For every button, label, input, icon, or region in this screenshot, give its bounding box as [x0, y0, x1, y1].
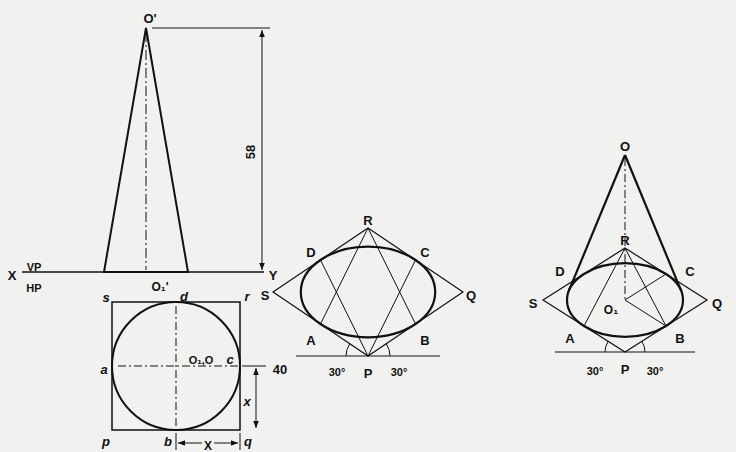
construction-line	[368, 228, 416, 324]
point-label: P	[364, 367, 373, 380]
point-label: p	[102, 435, 110, 448]
extension-line	[152, 28, 270, 29]
isometric-square	[273, 228, 463, 356]
base-line	[296, 355, 440, 356]
centre-line	[118, 366, 240, 367]
construction-line	[584, 248, 625, 326]
point-label: q	[244, 435, 252, 448]
isometric-circle	[273, 228, 463, 356]
point-label: B	[420, 334, 429, 347]
dimension-line	[256, 368, 257, 428]
point-label: b	[164, 435, 172, 448]
point-label: O₁'	[151, 281, 168, 293]
point-label: P	[621, 363, 630, 376]
extension-line	[176, 433, 177, 450]
isometric-square	[543, 248, 707, 352]
leader-line	[242, 366, 266, 367]
point-label: C	[420, 246, 429, 259]
point-label: x	[243, 395, 250, 408]
point-label: 30°	[587, 366, 604, 377]
point-label: Y	[269, 269, 278, 282]
construction-line	[321, 228, 369, 324]
construction-line	[321, 260, 369, 356]
cone-generator	[569, 155, 625, 291]
top-view	[112, 302, 266, 450]
point-label: S	[529, 297, 538, 310]
angle-arc	[386, 344, 390, 356]
cone-generator	[625, 155, 681, 291]
point-label: O₁	[604, 304, 618, 316]
enclosing-square	[112, 302, 240, 430]
point-label: O'	[143, 12, 156, 25]
angle-arc	[605, 341, 608, 352]
point-label: 30°	[647, 366, 664, 377]
point-label: 40	[273, 363, 287, 376]
centre-line	[176, 306, 177, 430]
extension-line	[240, 433, 241, 450]
angle-arc	[642, 341, 645, 352]
dimension-line	[262, 30, 263, 270]
cone-axis	[146, 32, 147, 270]
point-label: 30°	[329, 367, 346, 378]
base-line	[555, 351, 695, 352]
point-label: O₁,O	[189, 355, 214, 366]
point-label: HP	[26, 283, 41, 294]
point-label: Q	[466, 289, 476, 302]
point-label: D	[555, 265, 564, 278]
dimension-value: X	[202, 439, 214, 452]
point-label: 30°	[391, 367, 408, 378]
point-label: A	[306, 334, 315, 347]
point-label: O	[620, 140, 630, 153]
point-label: c	[226, 353, 233, 366]
point-label: s	[102, 291, 109, 304]
construction-line	[625, 300, 666, 326]
isometric-cone	[543, 155, 707, 352]
point-label: C	[685, 265, 694, 278]
construction-line	[368, 260, 416, 356]
cone-outline	[104, 28, 188, 272]
point-label: X	[8, 269, 17, 282]
base-circle	[112, 302, 240, 430]
point-label: r	[244, 290, 249, 303]
point-label: B	[675, 332, 684, 345]
angle-arc	[346, 344, 350, 356]
cone-axis	[625, 158, 626, 300]
point-label: S	[261, 289, 270, 302]
front-view	[22, 28, 270, 272]
point-label: a	[100, 363, 107, 376]
point-label: D	[306, 246, 315, 259]
point-label: A	[565, 332, 574, 345]
point-label: Q	[712, 297, 722, 310]
dimension-value: 58	[243, 143, 258, 161]
point-label: VP	[27, 262, 42, 273]
point-label: R	[363, 214, 372, 227]
construction-line	[625, 248, 666, 326]
point-label: d	[180, 290, 188, 303]
point-label: R	[620, 234, 629, 247]
